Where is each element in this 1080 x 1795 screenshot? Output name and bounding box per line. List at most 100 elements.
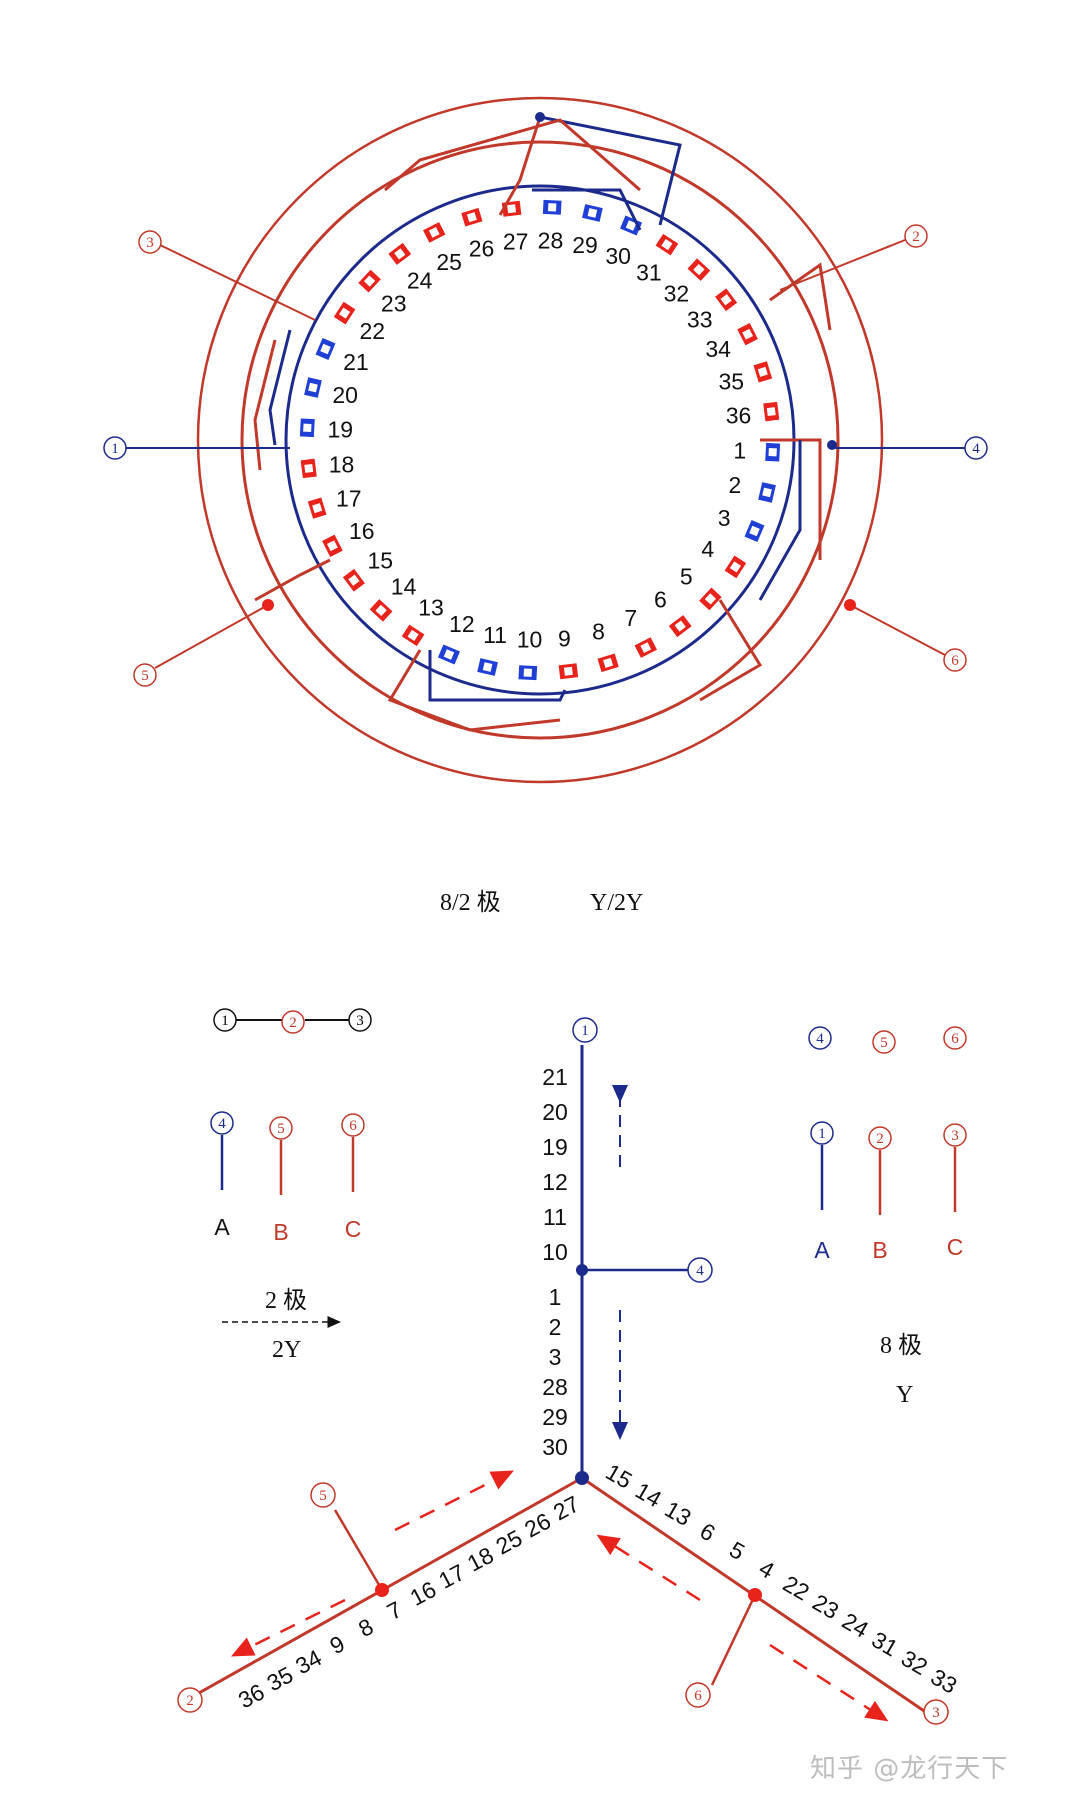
slot-label-3: 3 [718,505,731,531]
star-left-3: 18 [463,1542,498,1577]
slot-label-4: 4 [701,536,714,562]
svg-text:2: 2 [876,1131,884,1147]
star-left-4: 17 [434,1559,469,1594]
star-left-7: 8 [354,1613,378,1642]
star-vert-upper-3: 12 [542,1169,568,1195]
slot-window-34 [742,328,753,340]
slot-window-16 [327,540,338,552]
star-vert-lower-2: 3 [549,1344,562,1370]
left-phase-c: C [345,1216,362,1242]
star-left-9: 34 [291,1644,326,1679]
svg-text:5: 5 [319,1488,327,1504]
slot-window-18 [304,463,314,473]
slot-label-27: 27 [503,228,529,254]
left-phase-a: A [214,1214,230,1240]
slot-label-33: 33 [687,307,713,333]
star-right-11: 33 [926,1663,961,1698]
slot-window-28 [547,203,557,212]
right-phase-b: B [872,1237,887,1263]
svg-text:4: 4 [816,1031,824,1047]
slot-label-2: 2 [728,472,741,498]
slot-label-24: 24 [407,267,433,293]
slot-window-6 [674,620,686,632]
svg-text:6: 6 [951,1031,959,1047]
svg-text:5: 5 [277,1121,285,1137]
slot-label-1: 1 [733,437,746,463]
star-terminal-right-tap: 6 [685,1682,711,1708]
svg-text:5: 5 [880,1035,888,1051]
left-arrow-top-label: 2 极 [265,1287,307,1314]
star-left-0: 27 [549,1490,584,1525]
star-vert-upper-0: 21 [542,1064,568,1090]
star-left-6: 7 [383,1596,407,1625]
slot-label-36: 36 [726,403,752,429]
svg-text:4: 4 [972,441,980,457]
star-vert-upper-5: 10 [542,1239,568,1265]
slot-label-25: 25 [436,249,462,275]
right-conn-label: Y [896,1382,913,1408]
slot-window-7 [640,642,652,653]
slot-window-29 [587,208,598,218]
slot-label-17: 17 [336,485,362,511]
star-terminal-left-tap: 5 [310,1482,336,1508]
svg-text:3: 3 [932,1705,940,1721]
slot-window-19 [303,423,312,433]
slot-window-2 [762,487,772,498]
ring-terminal-1: 1 [103,436,127,460]
slot-label-18: 18 [329,451,355,477]
star-terminal-top: 1 [572,1017,598,1043]
slot-window-31 [661,239,673,251]
left-phase-b: B [273,1219,288,1245]
slot-label-14: 14 [391,573,417,599]
slot-label-19: 19 [327,417,353,443]
star-vert-lower-3: 28 [542,1374,568,1400]
slot-window-23 [363,275,376,287]
right-legend-out-3: 3 [943,1123,967,1147]
watermark: 知乎 @龙行天下 [810,1754,1009,1784]
slot-window-36 [766,407,776,417]
right-legend-out-2: 2 [868,1126,892,1150]
star-terminal-right-end: 3 [923,1699,949,1725]
slot-window-12 [443,649,455,660]
star-right-1: 14 [631,1477,666,1512]
star-right-6: 22 [779,1570,814,1605]
svg-text:5: 5 [141,668,149,684]
slot-window-32 [693,263,705,276]
star-left-11: 36 [234,1678,269,1713]
slot-labels: 1234567891011121314151617181920212223242… [327,227,751,652]
star-left-2: 25 [492,1525,527,1560]
slot-window-13 [407,629,419,641]
slot-window-5 [704,593,717,605]
star-vert-lower-5: 30 [542,1434,568,1460]
slot-window-3 [749,525,760,537]
ring-terminal-3: 3 [138,230,162,254]
slot-label-28: 28 [538,227,564,253]
star-terminal-mid: 4 [687,1257,713,1283]
slot-label-23: 23 [381,291,407,317]
slot-window-1 [768,447,777,457]
slot-window-26 [466,212,477,223]
right-poles-label: 8 极 [880,1332,922,1359]
svg-text:6: 6 [349,1118,357,1134]
star-right-7: 23 [808,1589,843,1624]
star-right-5: 4 [755,1555,779,1584]
star-left-8: 9 [325,1630,349,1659]
left-arrow-bottom-label: 2Y [272,1337,301,1363]
star-right-2: 13 [661,1496,696,1531]
svg-text:3: 3 [146,235,154,251]
right-legend-top-5: 5 [872,1030,896,1054]
slot-label-7: 7 [624,605,637,631]
slot-label-31: 31 [636,259,662,285]
slot-label-21: 21 [343,349,369,375]
slot-label-6: 6 [654,587,667,613]
left-legend-out-5: 5 [269,1116,293,1140]
svg-text:2: 2 [186,1693,194,1709]
slot-label-13: 13 [418,595,444,621]
svg-text:1: 1 [111,441,119,457]
svg-text:6: 6 [694,1688,702,1704]
slot-window-35 [757,366,768,377]
ring-terminal-2: 2 [904,224,928,248]
